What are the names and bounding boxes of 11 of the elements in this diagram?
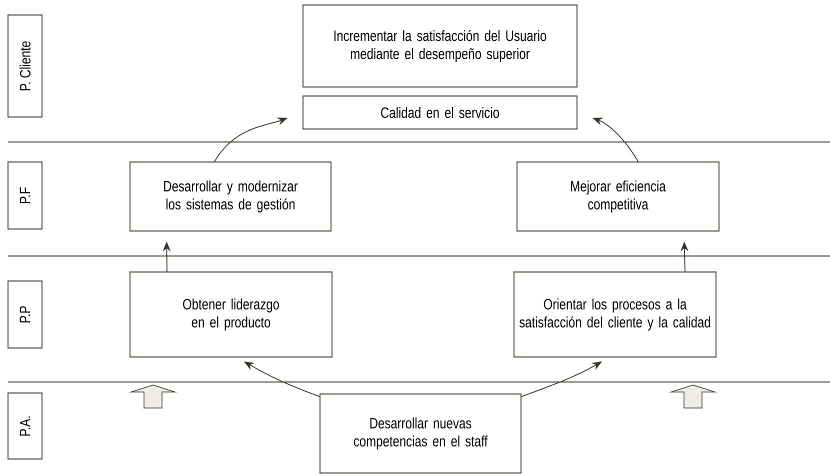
- side-label-box: P. Cliente: [8, 14, 42, 118]
- side-label-box: P.F: [8, 162, 42, 230]
- side-label-box: P.P: [8, 280, 42, 348]
- process-box: Obtener liderazgo en el producto: [130, 272, 332, 358]
- process-box: Orientar los procesos a la satisfacción del cliente y la calidad: [514, 272, 716, 358]
- process-box: Desarrollar y modernizar los sistemas de gestión: [130, 162, 332, 232]
- process-box: Calidad en el servicio: [302, 96, 578, 130]
- process-box: Mejorar eficiencia competitiva: [516, 162, 720, 232]
- side-label-box: P.A.: [8, 392, 42, 460]
- process-box: Incrementar la satisfacción del Usuario mediante el desempeño superior: [302, 4, 578, 88]
- process-box: Desarrollar nuevas competencias en el staff: [320, 394, 522, 474]
